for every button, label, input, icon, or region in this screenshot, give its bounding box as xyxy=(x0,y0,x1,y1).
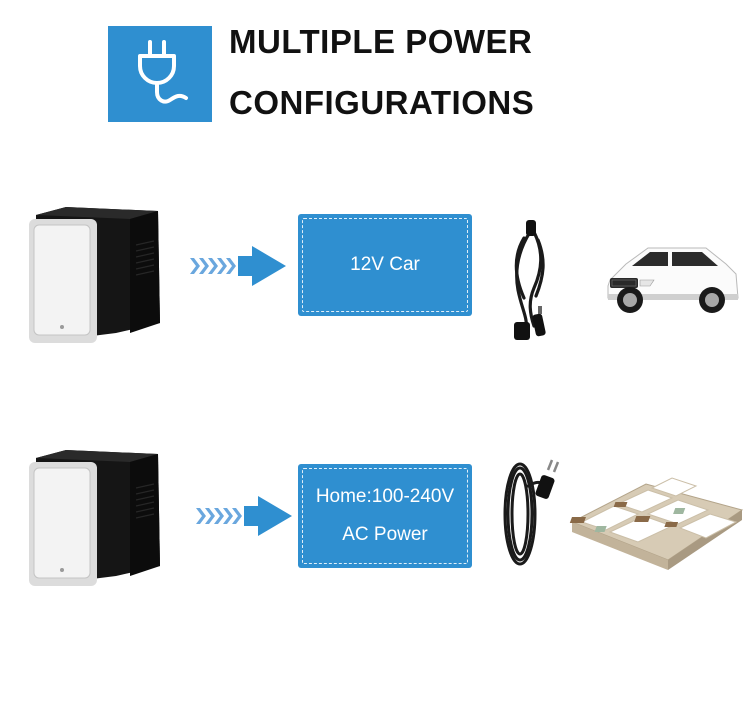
label-line: AC Power xyxy=(342,524,428,545)
mini-fridge-image xyxy=(29,207,160,343)
power-mode-label-car: 12V Car xyxy=(298,214,472,316)
mini-fridge-image xyxy=(29,450,160,586)
page-title-line-2: CONFIGURATIONS xyxy=(229,84,535,121)
plug-icon xyxy=(138,40,188,104)
header-icon-box xyxy=(108,26,212,122)
power-mode-label-home-ac: Home:100-240V AC Power xyxy=(298,464,472,568)
car-power-cord-icon xyxy=(514,220,546,340)
arrow-right-icon xyxy=(196,496,292,536)
house-floorplan-icon xyxy=(569,477,744,570)
arrow-right-icon xyxy=(190,246,286,286)
label-line: Home:100-240V xyxy=(315,486,455,508)
label-line: 12V Car xyxy=(350,254,420,276)
page-title-line-1: MULTIPLE POWER xyxy=(229,23,533,60)
ac-power-cord-icon xyxy=(503,459,560,566)
car-icon xyxy=(607,247,739,313)
